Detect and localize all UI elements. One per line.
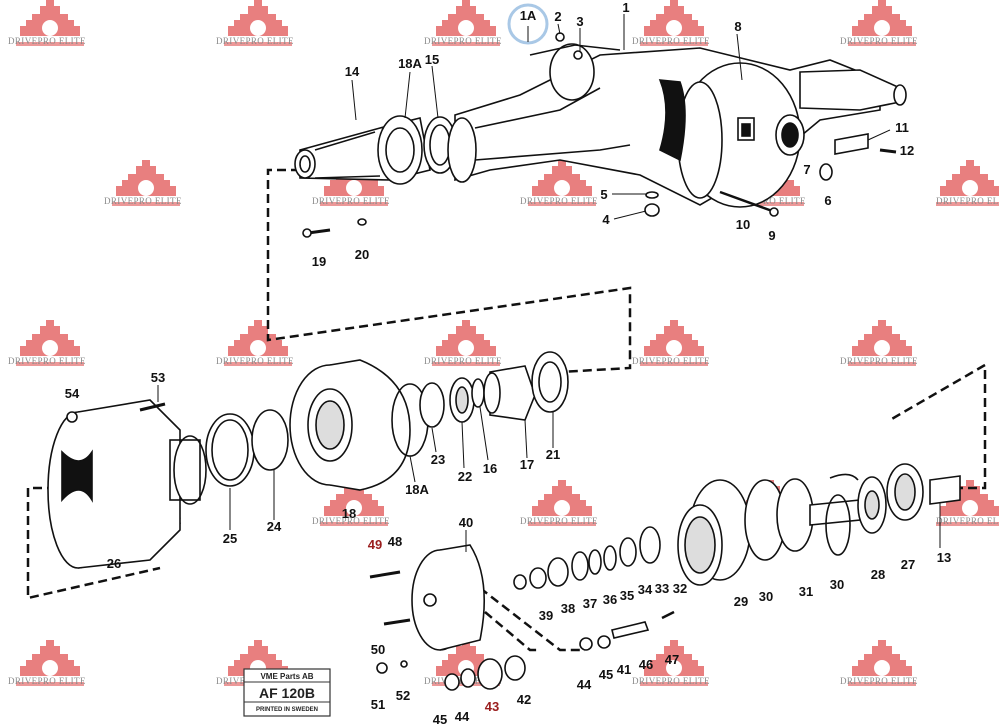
watermark-text: DRIVEPRO ELITE [520,516,598,526]
callout-labels: 1A 1 2 3 8 14 18A 15 11 12 7 6 5 4 10 9 … [65,0,951,727]
callout-36: 36 [603,592,617,607]
callout-52: 52 [396,688,410,703]
hub-assembly [47,351,569,569]
callout-28: 28 [871,567,885,582]
watermark-text: DRIVEPRO ELITE [632,356,710,366]
callout-34: 34 [638,582,653,597]
watermark-text: DRIVEPRO ELITE [936,196,999,206]
callout-18a-mid: 18A [405,482,429,497]
watermark-text: DRIVEPRO ELITE [424,356,502,366]
callout-1a: 1A [520,8,537,23]
callout-32: 32 [673,581,687,596]
callout-22: 22 [458,469,472,484]
callout-30-right: 30 [830,577,844,592]
callout-13: 13 [937,550,951,565]
callout-31: 31 [799,584,813,599]
part-number-stamp: VME Parts AB AF 120B PRINTED IN SWEDEN [243,668,331,717]
watermark-text: DRIVEPRO ELITE [8,676,86,686]
watermark-text: DRIVEPRO ELITE [728,196,806,206]
axle-housing-assembly [294,32,907,238]
watermark-text: DRIVEPRO ELITE [312,516,390,526]
callout-2: 2 [554,9,561,24]
callout-11: 11 [895,120,909,135]
callout-30-left: 30 [759,589,773,604]
callout-20: 20 [355,247,369,262]
callout-51: 51 [371,697,385,712]
callout-4: 4 [602,212,610,227]
stamp-model: AF 120B [259,685,315,701]
watermark-text: DRIVEPRO ELITE [632,36,710,46]
watermark-text: DRIVEPRO ELITE [936,516,999,526]
stamp-company: VME Parts AB [260,672,313,681]
callout-25: 25 [223,531,237,546]
planetary-assembly [369,463,961,691]
callout-10: 10 [736,217,750,232]
callout-29: 29 [734,594,748,609]
callout-8: 8 [734,19,741,34]
callout-5: 5 [600,187,607,202]
callout-12: 12 [900,143,914,158]
callout-53: 53 [151,370,165,385]
callout-39: 39 [539,608,553,623]
callout-38: 38 [561,601,575,616]
callout-41: 41 [617,662,631,677]
callout-44-lower: 44 [455,709,470,724]
watermark-text: DRIVEPRO ELITE [632,676,710,686]
callout-3: 3 [576,14,583,29]
watermark-text: DRIVEPRO ELITE [312,196,390,206]
callout-45-lower: 45 [433,712,447,727]
watermark-text: DRIVEPRO ELITE [424,36,502,46]
watermark-text: DRIVEPRO ELITE [8,36,86,46]
callout-15: 15 [425,52,439,67]
callout-26: 26 [107,556,121,571]
leader-lines [157,14,941,552]
callout-49: 49 [368,537,382,552]
callout-35: 35 [620,588,634,603]
callout-23: 23 [431,452,445,467]
callout-54: 54 [65,386,80,401]
watermark-text: DRIVEPRO ELITE [840,356,918,366]
callout-17: 17 [520,457,534,472]
callout-50: 50 [371,642,385,657]
callout-40: 40 [459,515,473,530]
watermark-text: DRIVEPRO ELITE [216,356,294,366]
callout-43: 43 [485,699,499,714]
watermark-text: DRIVEPRO ELITE [104,196,182,206]
callout-16: 16 [483,461,497,476]
watermark-text: DRIVEPRO ELITE [840,676,918,686]
callout-47: 47 [665,652,679,667]
callout-18: 18 [342,506,356,521]
callout-24: 24 [267,519,282,534]
highlight-ring [507,3,549,45]
callout-9: 9 [768,228,775,243]
callout-46: 46 [639,657,653,672]
callout-18a-top: 18A [398,56,422,71]
callout-6: 6 [824,193,831,208]
callout-33: 33 [655,581,669,596]
callout-37: 37 [583,596,597,611]
watermark-text: DRIVEPRO ELITE [216,36,294,46]
watermark-text: DRIVEPRO ELITE [8,356,86,366]
callout-48: 48 [388,534,402,549]
watermark-text: DRIVEPRO ELITE [840,36,918,46]
stamp-printed: PRINTED IN SWEDEN [256,707,318,713]
watermark-text: DRIVEPRO ELITE [520,196,598,206]
callout-19: 19 [312,254,326,269]
callout-27: 27 [901,557,915,572]
callout-21: 21 [546,447,560,462]
callout-44-upper: 44 [577,677,592,692]
callout-42: 42 [517,692,531,707]
callout-45-upper: 45 [599,667,613,682]
callout-1: 1 [622,0,629,15]
callout-14: 14 [345,64,360,79]
callout-7: 7 [803,162,810,177]
